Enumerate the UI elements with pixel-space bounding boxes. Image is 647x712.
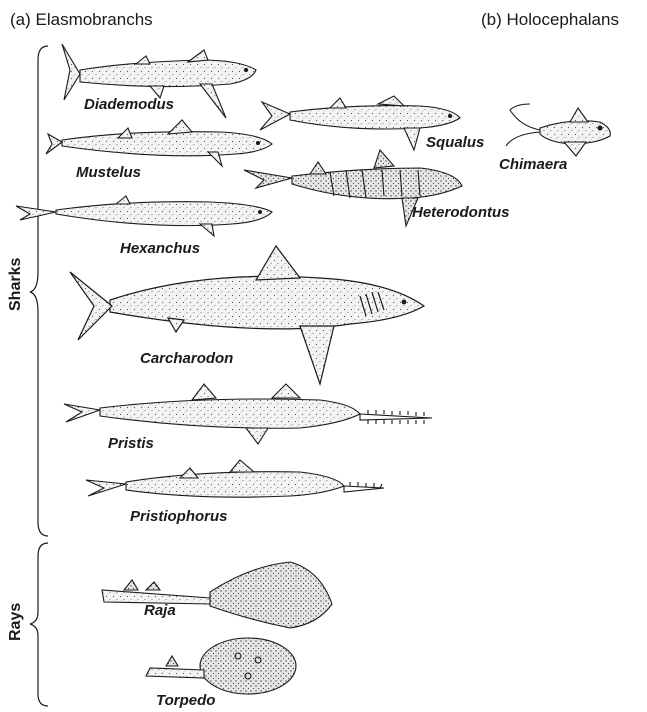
carcharodon-drawing xyxy=(70,246,424,384)
hexanchus-drawing xyxy=(16,196,272,236)
chimaera-drawing xyxy=(506,104,610,156)
raja-drawing xyxy=(102,562,332,628)
group-label-sharks: Sharks xyxy=(7,271,25,311)
label-mustelus: Mustelus xyxy=(76,164,141,181)
heading-elasmobranchs: (a) Elasmobranchs xyxy=(10,10,153,30)
label-heterodontus: Heterodontus xyxy=(412,204,510,221)
mustelus-drawing xyxy=(46,120,272,166)
label-pristiophorus: Pristiophorus xyxy=(130,508,228,525)
sharks-brace xyxy=(30,46,48,536)
label-carcharodon: Carcharodon xyxy=(140,350,233,367)
torpedo-drawing xyxy=(146,638,296,694)
label-raja: Raja xyxy=(144,602,176,619)
label-chimaera: Chimaera xyxy=(499,156,567,173)
label-squalus: Squalus xyxy=(426,134,484,151)
label-diademodus: Diademodus xyxy=(84,96,174,113)
group-label-rays: Rays xyxy=(7,605,25,641)
label-pristis: Pristis xyxy=(108,435,154,452)
heading-holocephalans: (b) Holocephalans xyxy=(481,10,619,30)
label-hexanchus: Hexanchus xyxy=(120,240,200,257)
label-torpedo: Torpedo xyxy=(156,692,215,709)
pristiophorus-drawing xyxy=(86,460,384,497)
rays-brace xyxy=(30,543,48,706)
